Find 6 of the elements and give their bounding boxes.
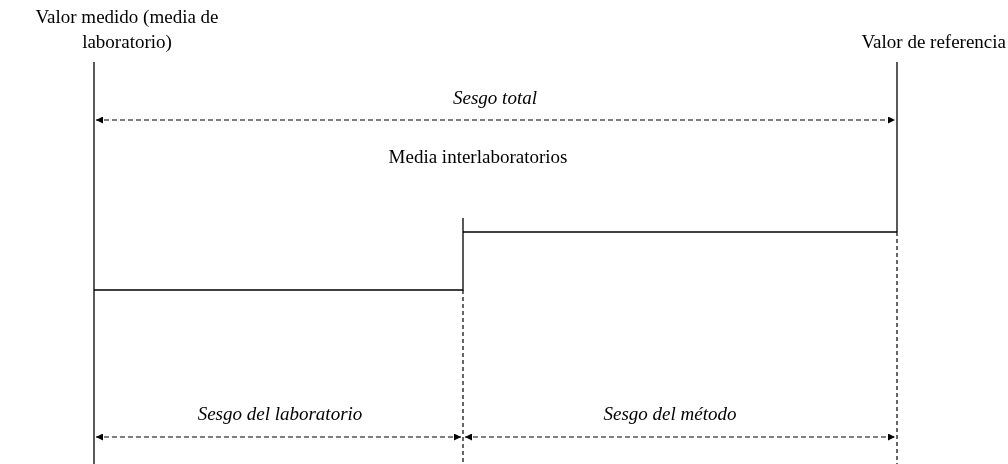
axis-label: Valor de referencia [860,30,1006,54]
dimension-label: Sesgo total [452,86,538,110]
dimension-label: Sesgo del método [602,402,738,426]
axis-label: Valor medido (media de laboratorio) [34,5,220,54]
axis-label: Media interlaboratorios [387,145,569,169]
dimension-label: Sesgo del laboratorio [196,402,364,426]
